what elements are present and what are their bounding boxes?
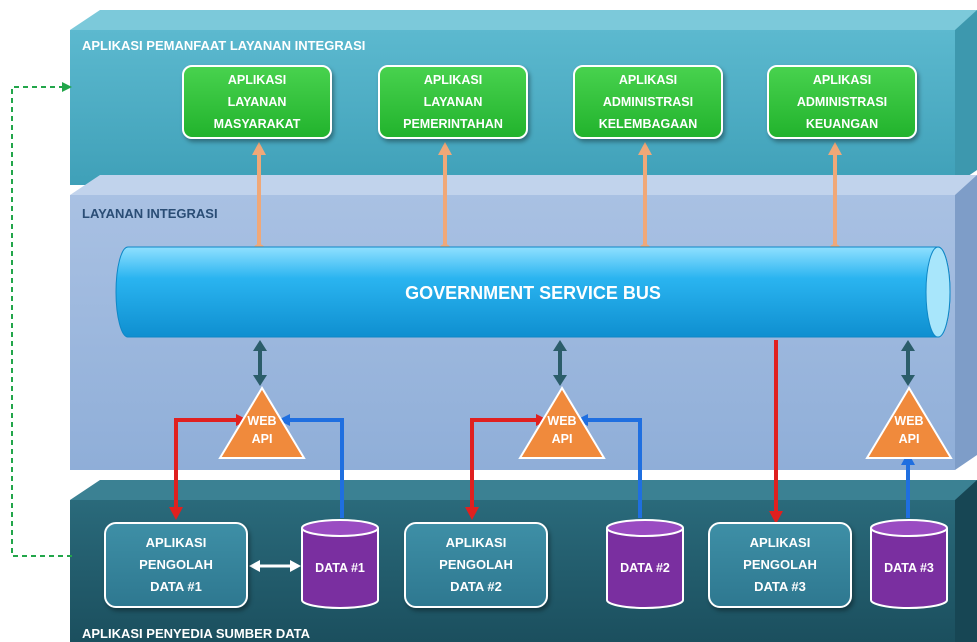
web-api-triangles [218,386,953,459]
feedback-arrowhead [62,82,72,92]
processing-app-3[interactable]: APLIKASI PENGOLAH DATA #3 [708,522,852,608]
consumer-app-pemerintahan[interactable]: APLIKASI LAYANAN PEMERINTAHAN [378,65,528,139]
middle-layer-top-face [70,175,977,195]
web-api-3-label: WEB API [894,414,924,446]
database-1-label: DATA #1 [315,561,365,575]
web-api-1-label: WEB API [247,414,277,446]
database-2-label: DATA #2 [620,561,670,575]
database-3-label: DATA #3 [884,561,934,575]
database-cylinders [301,519,948,609]
bus-label: GOVERNMENT SERVICE BUS [405,283,661,303]
bottom-layer-side-face [955,480,977,642]
feedback-dashed-link [11,86,72,557]
bottom-layer-top-face [70,480,977,500]
top-layer-label: APLIKASI PEMANFAAT LAYANAN INTEGRASI [82,38,366,53]
middle-layer-side-face [955,175,977,470]
consumer-app-masyarakat[interactable]: APLIKASI LAYANAN MASYARAKAT [182,65,332,139]
bottom-layer-label: APLIKASI PENYEDIA SUMBER DATA [82,626,310,641]
web-api-2-label: WEB API [547,414,577,446]
app-data-link [249,560,301,572]
top-layer-top-face [70,10,977,30]
consumer-app-kelembagaan[interactable]: APLIKASI ADMINISTRASI KELEMBAGAAN [573,65,723,139]
top-layer-side-face [955,10,977,185]
processing-app-1[interactable]: APLIKASI PENGOLAH DATA #1 [104,522,248,608]
red-flows [174,340,778,512]
middle-layer-label: LAYANAN INTEGRASI [82,206,218,221]
consumer-app-keuangan[interactable]: APLIKASI ADMINISTRASI KEUANGAN [767,65,917,139]
blue-flows [288,418,910,518]
processing-app-2[interactable]: APLIKASI PENGOLAH DATA #2 [404,522,548,608]
bus-api-links [253,340,915,386]
government-service-bus [115,246,951,338]
